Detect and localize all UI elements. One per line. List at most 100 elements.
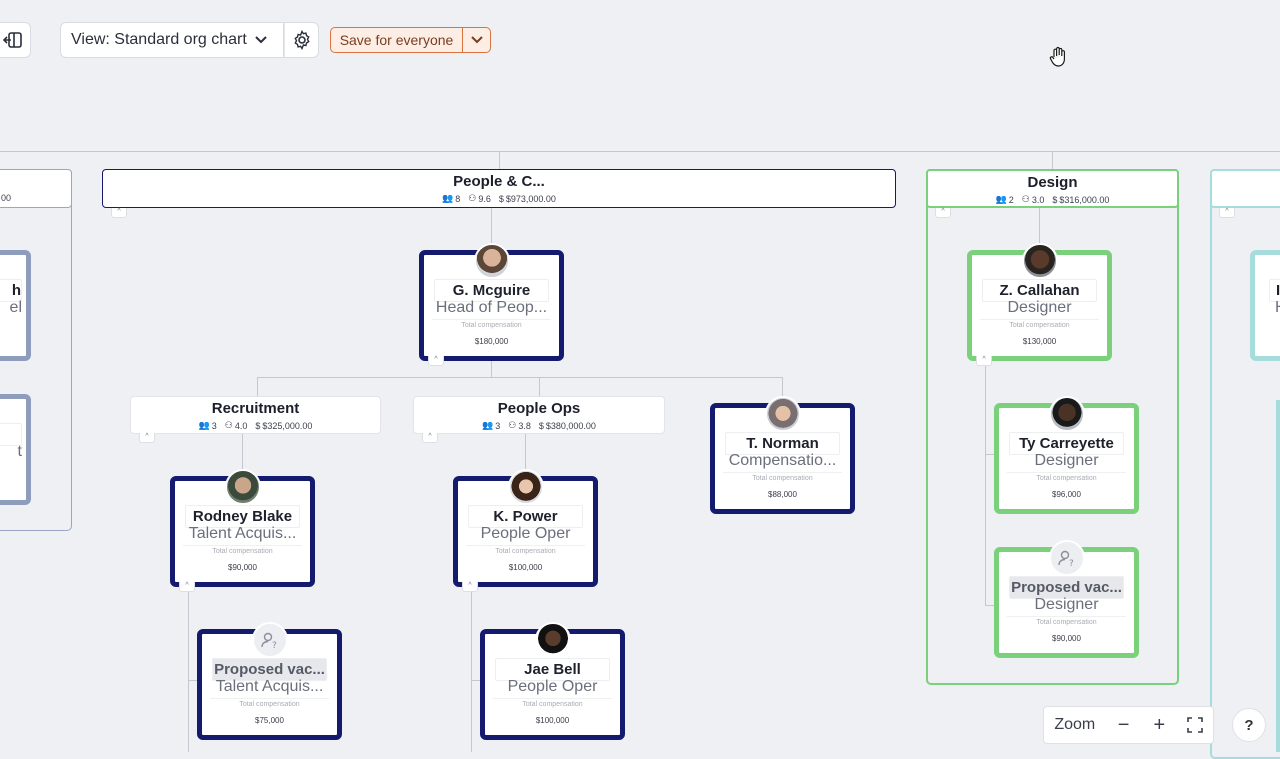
group-header-design[interactable]: Design 👥2 ⚇3.0 $$316,000.00: [926, 169, 1179, 208]
comp-value: $180,000: [474, 337, 509, 346]
person-card-recruit-vacancy[interactable]: ? Proposed vac... Talent Acquis... Total…: [197, 622, 342, 740]
people-count-stat: 👥8: [442, 193, 460, 204]
person-card-mcguire[interactable]: G. Mcguire Head of Peop... Total compens…: [419, 243, 564, 361]
avatar[interactable]: [534, 622, 571, 658]
group-title: Design: [1027, 174, 1078, 191]
fte-icon: ⚇: [468, 193, 477, 203]
people-count-stat: 👥2: [996, 194, 1014, 205]
vacancy-avatar[interactable]: ?: [1048, 540, 1085, 576]
collapse-toggle[interactable]: ^: [976, 356, 992, 366]
person-card-right[interactable]: I H: [1250, 250, 1280, 361]
help-button[interactable]: ?: [1232, 708, 1266, 742]
person-role: People Oper: [507, 678, 598, 695]
collapse-toggle[interactable]: ^: [935, 208, 951, 218]
comp-value: $75,000: [255, 716, 284, 725]
partial-card-edge: [1276, 400, 1280, 752]
fte-count: 3.0: [1031, 194, 1045, 205]
comp-label: Total compensation: [980, 319, 1099, 329]
person-card-design-vacancy[interactable]: ? Proposed vac... Designer Total compens…: [994, 540, 1139, 658]
collapse-toggle[interactable]: ^: [111, 208, 127, 218]
connector: [257, 377, 258, 396]
person-card-callahan[interactable]: Z. Callahan Designer Total compensation …: [967, 243, 1112, 361]
group-title: People & C...: [453, 173, 545, 190]
collapse-toggle[interactable]: ^: [428, 356, 444, 366]
comp-stat: $$325,000.00: [255, 420, 312, 431]
person-card-left-b[interactable]: t: [0, 394, 31, 505]
person-name: h: [0, 279, 22, 302]
collapse-toggle[interactable]: ^: [179, 582, 195, 592]
group-header-right[interactable]: [1210, 169, 1280, 208]
sidebar-collapse-icon: [2, 32, 22, 48]
avatar[interactable]: [764, 396, 801, 432]
comp-value: $100,000: [535, 716, 570, 725]
connector: [471, 586, 472, 752]
comp-label: Total compensation: [1007, 472, 1126, 482]
view-settings-button[interactable]: [284, 22, 319, 58]
people-icon: 👥: [995, 194, 1007, 204]
view-select[interactable]: View: Standard org chart: [60, 22, 284, 58]
person-card-carreyette[interactable]: Ty Carreyette Designer Total compensatio…: [994, 396, 1139, 514]
person-card-blake[interactable]: Rodney Blake Talent Acquis... Total comp…: [170, 469, 315, 587]
comp-label: Total compensation: [493, 698, 612, 708]
comp-total: $325,000.00: [262, 420, 313, 431]
avatar[interactable]: [1048, 396, 1085, 432]
connector: [188, 586, 189, 752]
collapse-toggle[interactable]: ^: [139, 433, 155, 443]
people-count: 2: [1008, 194, 1014, 205]
chevron-down-icon: [255, 36, 267, 44]
save-for-everyone-button[interactable]: Save for everyone: [330, 27, 463, 53]
zoom-out-button[interactable]: −: [1117, 713, 1130, 736]
comp-value: $90,000: [228, 563, 257, 572]
hand-cursor-icon: [1049, 46, 1069, 73]
group-header-people-culture[interactable]: People & C... 👥8 ⚇9.6 $$973,000.00: [102, 169, 896, 208]
connector: [242, 433, 243, 476]
person-name: K. Power: [468, 505, 583, 528]
person-card-bell[interactable]: Jae Bell People Oper Total compensation …: [480, 622, 625, 740]
people-count-stat: 👥3: [199, 420, 217, 431]
person-name: I: [1269, 279, 1280, 302]
fit-screen-button[interactable]: [1177, 707, 1213, 743]
person-card-power[interactable]: K. Power People Oper Total compensation …: [453, 469, 598, 587]
connector: [525, 433, 526, 476]
zoom-in-button[interactable]: +: [1153, 713, 1166, 736]
person-role: el: [9, 299, 22, 316]
person-role: Talent Acquis...: [188, 525, 297, 542]
connector: [499, 151, 500, 169]
group-header-recruitment[interactable]: Recruitment 👥3 ⚇4.0 $$325,000.00: [130, 396, 381, 434]
comp-total: $316,000.00: [1059, 194, 1110, 205]
group-title: .: [0, 173, 71, 190]
fte-stat: ⚇3.8: [508, 420, 531, 431]
group-header-left[interactable]: . 00: [0, 169, 72, 208]
connector: [491, 360, 492, 378]
vacancy-avatar[interactable]: ?: [251, 622, 288, 658]
group-header-people-ops[interactable]: People Ops 👥3 ⚇3.8 $$380,000.00: [413, 396, 665, 434]
fte-stat: ⚇4.0: [225, 420, 248, 431]
save-options-dropdown[interactable]: [462, 27, 491, 53]
avatar[interactable]: [473, 243, 510, 279]
collapse-toggle[interactable]: ^: [1219, 208, 1235, 218]
fte-count: 4.0: [234, 420, 248, 431]
comp-label: Total compensation: [1007, 616, 1126, 626]
connector: [491, 208, 492, 250]
people-icon: 👥: [482, 420, 494, 430]
dollar-icon: $: [498, 193, 504, 204]
avatar[interactable]: [1021, 243, 1058, 279]
people-icon: 👥: [442, 193, 454, 203]
collapse-toggle[interactable]: ^: [422, 433, 438, 443]
collapse-toggle[interactable]: ^: [462, 582, 478, 592]
comp-label: Total compensation: [466, 545, 585, 555]
person-role: Designer: [1007, 299, 1072, 316]
person-card-norman[interactable]: T. Norman Compensatio... Total compensat…: [710, 396, 855, 514]
person-role: Compensatio...: [728, 452, 837, 469]
person-name-box: [0, 423, 22, 446]
svg-text:?: ?: [272, 641, 277, 650]
avatar[interactable]: [507, 469, 544, 505]
avatar[interactable]: [224, 469, 261, 505]
toggle-sidebar-button[interactable]: [0, 22, 31, 58]
save-label: Save for everyone: [339, 32, 454, 48]
person-card-left-a[interactable]: h el: [0, 250, 31, 361]
comp-label: Total compensation: [723, 472, 842, 482]
connector: [985, 360, 986, 606]
group-title: People Ops: [497, 400, 581, 417]
comp-value: $88,000: [768, 490, 797, 499]
